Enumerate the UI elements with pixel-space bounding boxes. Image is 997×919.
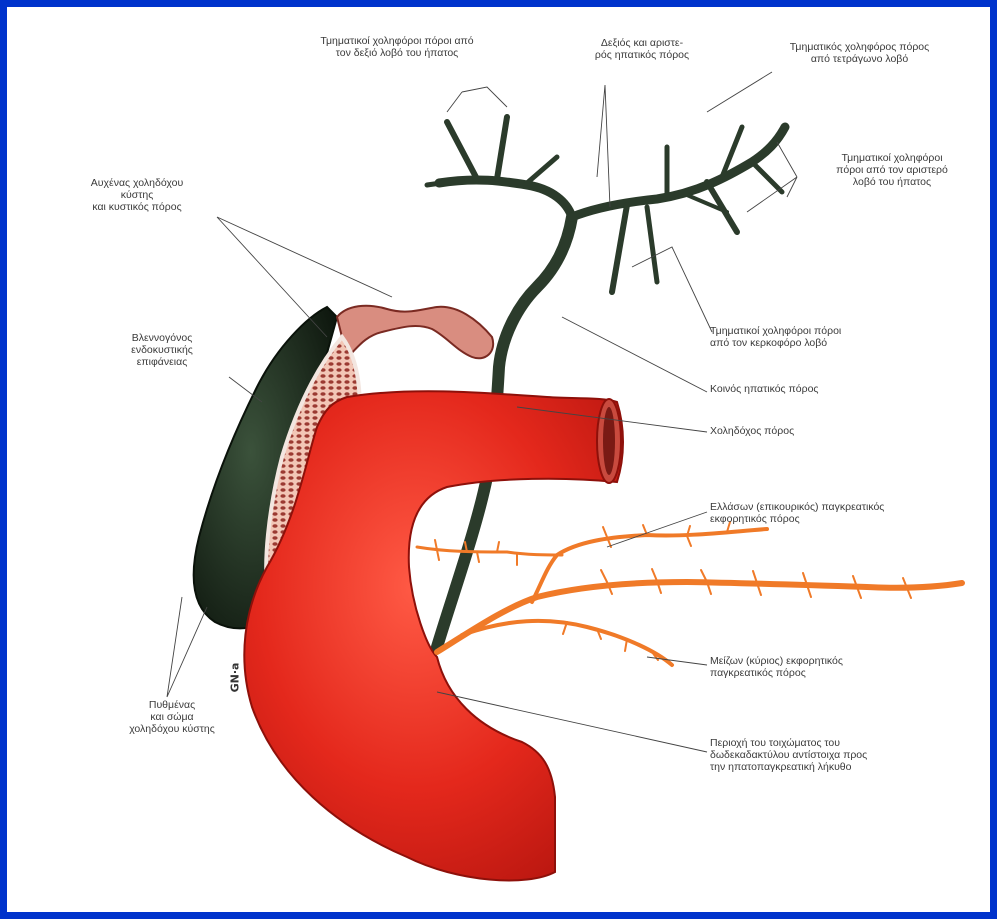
label-main-pancreatic: Μείζων (κύριος) εκφορητικός παγκρεατικός… <box>710 655 960 679</box>
label-right-left-hepatic: Δεξιός και αριστε- ρός ηπατικός πόρος <box>577 37 707 61</box>
cystic-duct <box>337 306 493 359</box>
artist-signature: GN·a <box>228 663 241 693</box>
anatomy-illustration <box>7 7 990 912</box>
bile-duct-tree <box>427 117 785 647</box>
label-segmental-caudate: Τμηματικοί χοληφόροι πόροι από τον κερκο… <box>710 325 940 349</box>
pancreatic-ducts <box>417 522 962 665</box>
label-neck-cystic-duct: Αυχένας χοληδόχου κύστης και κυστικός πό… <box>62 177 212 213</box>
label-fundus-body: Πυθμένας και σώμα χοληδόχου κύστης <box>107 699 237 735</box>
label-mucous-membrane: Βλεννογόνος ενδοκυστικής επιφάνειας <box>97 332 227 368</box>
label-segmental-quadrate: Τμηματικός χοληφόρος πόρος από τετράγωνο… <box>762 41 957 65</box>
label-duodenal-wall: Περιοχή του τοιχώματος του δωδεκαδακτύλο… <box>710 737 980 773</box>
label-segmental-right-lobe: Τμηματικοί χοληφόροι πόροι από τον δεξιό… <box>297 35 497 59</box>
label-accessory-pancreatic: Ελλάσων (επικουρικός) παγκρεατικός εκφορ… <box>710 501 980 525</box>
label-common-hepatic: Κοινός ηπατικός πόρος <box>710 383 930 395</box>
label-segmental-left-lobe: Τμηματικοί χοληφόροι πόροι από τον αριστ… <box>802 152 982 188</box>
label-common-bile: Χοληδόχος πόρος <box>710 425 930 437</box>
